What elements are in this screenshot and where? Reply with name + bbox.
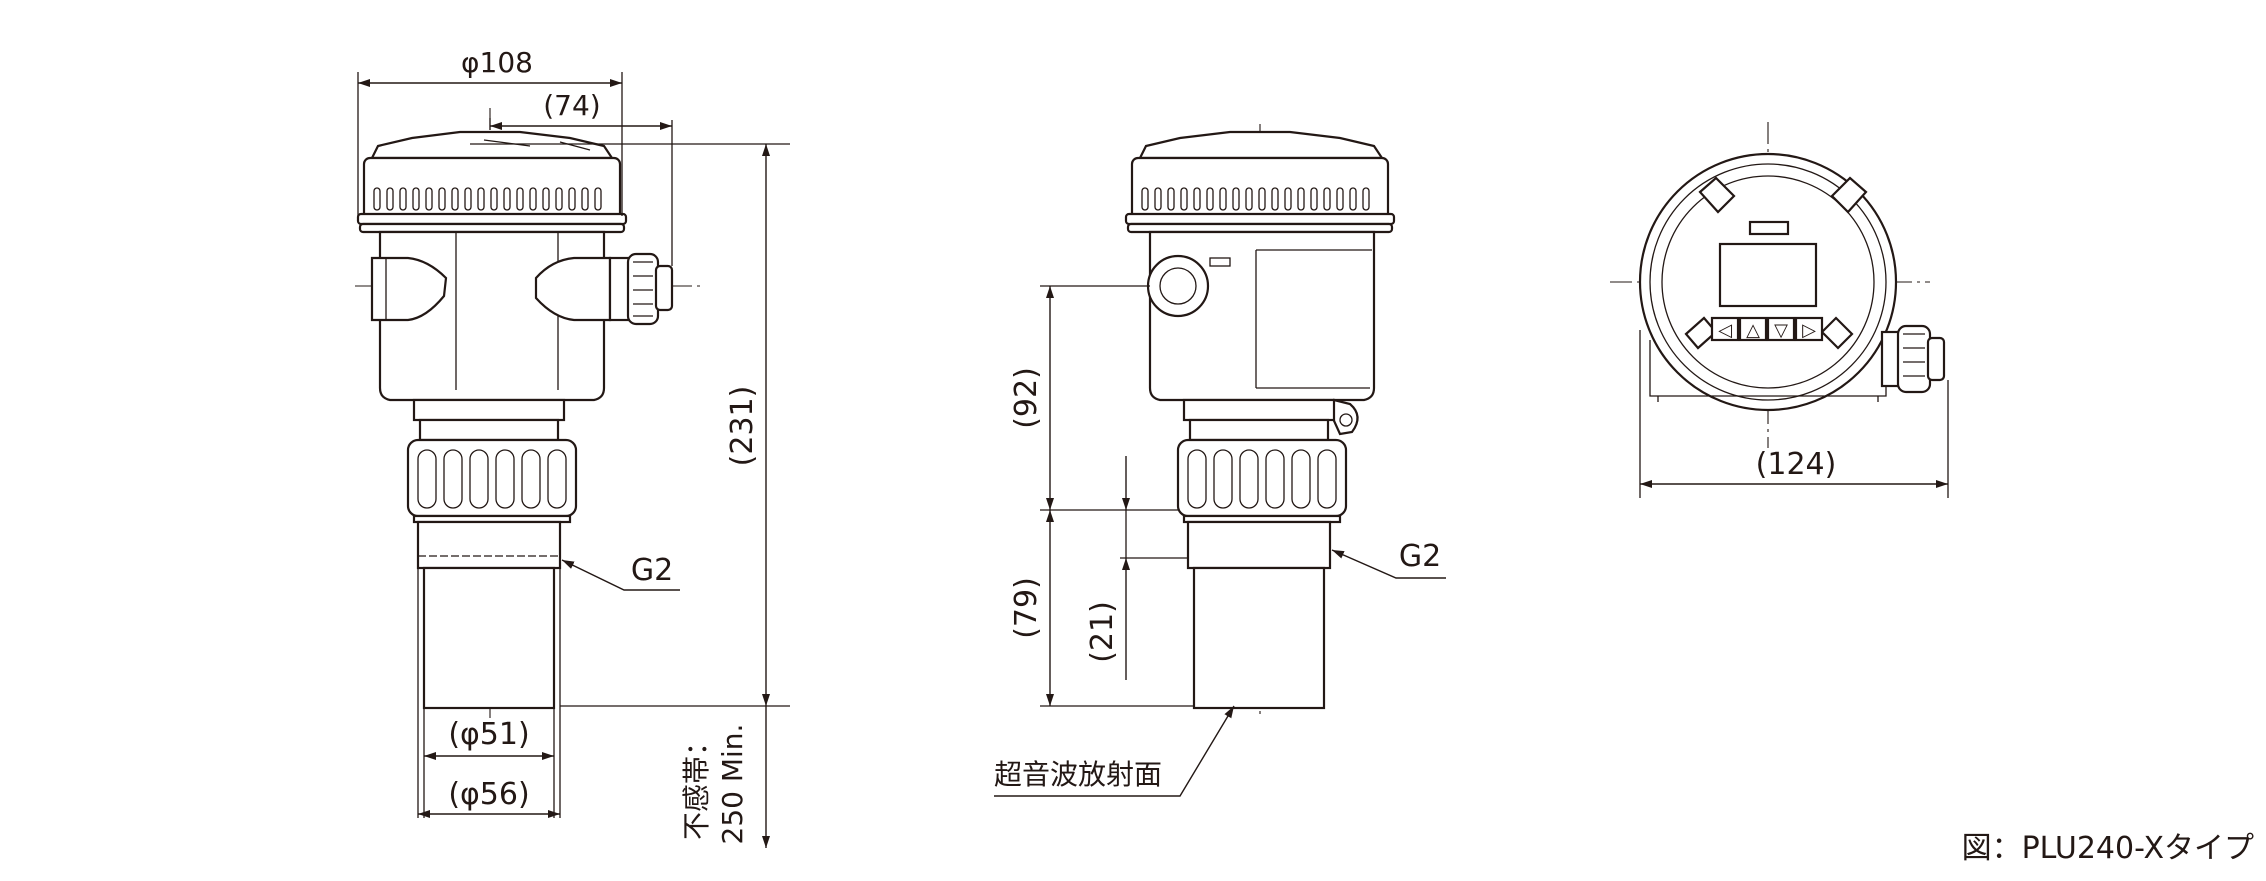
keypad-key: [1710, 316, 1740, 342]
dim-sensor-diameter: (φ51): [448, 717, 529, 752]
knurl-rib: [1336, 187, 1344, 211]
knurl-rib: [1258, 187, 1266, 211]
nut-flute: [469, 449, 489, 509]
top-view: ◁ △ ▽ ▷ (124): [1610, 122, 1949, 498]
dim-housing-diameter: φ108: [461, 46, 533, 79]
knurl-rib: [1284, 187, 1292, 211]
nut-flute: [521, 449, 541, 509]
lid-knurl: [1141, 187, 1370, 211]
dim-lower-height: (79): [1009, 577, 1044, 639]
nut-flute: [1317, 449, 1337, 509]
knurl-rib: [1206, 187, 1214, 211]
knurl-rib: [1271, 187, 1279, 211]
dim-thread-length: (21): [1085, 601, 1120, 663]
lid-knurl: [373, 187, 602, 211]
knurl-rib: [594, 187, 602, 211]
knurl-rib: [438, 187, 446, 211]
knurl-rib: [555, 187, 563, 211]
keypad-key: [1794, 316, 1824, 342]
knurl-rib: [1297, 187, 1305, 211]
knurl-rib: [412, 187, 420, 211]
dead-zone-label: 不感帯：: [680, 728, 713, 840]
knurl-rib: [1245, 187, 1253, 211]
knurl-rib: [581, 187, 589, 211]
knurl-rib: [373, 187, 381, 211]
knurl-rib: [1141, 187, 1149, 211]
knurl-rib: [386, 187, 394, 211]
nut-flute: [417, 449, 437, 509]
nut-flute: [547, 449, 567, 509]
knurl-rib: [503, 187, 511, 211]
keypad-key-glyph: ▷: [1802, 320, 1816, 341]
knurl-rib: [1219, 187, 1227, 211]
nut-flute: [1265, 449, 1285, 509]
thread-label-side: G2: [1399, 539, 1441, 574]
nut-flute: [495, 449, 515, 509]
dim-cable-gland-offset: (74): [543, 89, 600, 122]
knurl-rib: [516, 187, 524, 211]
knurl-rib: [399, 187, 407, 211]
nut-flutes: [417, 449, 567, 509]
nut-flute: [1187, 449, 1207, 509]
keypad-key: [1738, 316, 1768, 342]
dim-width: (124): [1756, 447, 1837, 482]
knurl-rib: [451, 187, 459, 211]
knurl-rib: [1167, 187, 1175, 211]
nut-flute: [1213, 449, 1233, 509]
emitting-surface-label: 超音波放射面: [994, 758, 1162, 791]
knurl-rib: [1193, 187, 1201, 211]
side-view: (92) (79) (21) G2 超音波放射面: [994, 124, 1446, 797]
keypad-key-glyph: ▽: [1774, 320, 1788, 341]
nut-flute: [1239, 449, 1259, 509]
knurl-rib: [490, 187, 498, 211]
knurl-rib: [1310, 187, 1318, 211]
keypad-key: [1766, 316, 1796, 342]
knurl-rib: [1232, 187, 1240, 211]
nut-flute: [443, 449, 463, 509]
keypad: ◁ △ ▽ ▷: [1710, 316, 1824, 342]
nut-flute: [1291, 449, 1311, 509]
keypad-key-glyph: △: [1746, 320, 1760, 341]
knurl-rib: [542, 187, 550, 211]
knurl-rib: [464, 187, 472, 211]
dim-thread-diameter: (φ56): [448, 777, 529, 812]
knurl-rib: [1362, 187, 1370, 211]
dim-total-height: (231): [725, 386, 760, 467]
knurl-rib: [1180, 187, 1188, 211]
dead-zone-value: 250 Min.: [716, 724, 749, 845]
knurl-rib: [1154, 187, 1162, 211]
knurl-rib: [1349, 187, 1357, 211]
nut-flutes: [1187, 449, 1337, 509]
knurl-rib: [568, 187, 576, 211]
front-view: φ108 (74) (231) G2 (φ51) (φ56) 不感帯： 250 …: [355, 46, 790, 848]
figure-caption: 図：PLU240-Xタイプ: [1962, 831, 2254, 866]
keypad-key-glyph: ◁: [1718, 320, 1732, 341]
knurl-rib: [425, 187, 433, 211]
knurl-rib: [477, 187, 485, 211]
knurl-rib: [1323, 187, 1331, 211]
knurl-rib: [529, 187, 537, 211]
thread-label-front: G2: [631, 553, 673, 588]
dim-upper-height: (92): [1009, 367, 1044, 429]
